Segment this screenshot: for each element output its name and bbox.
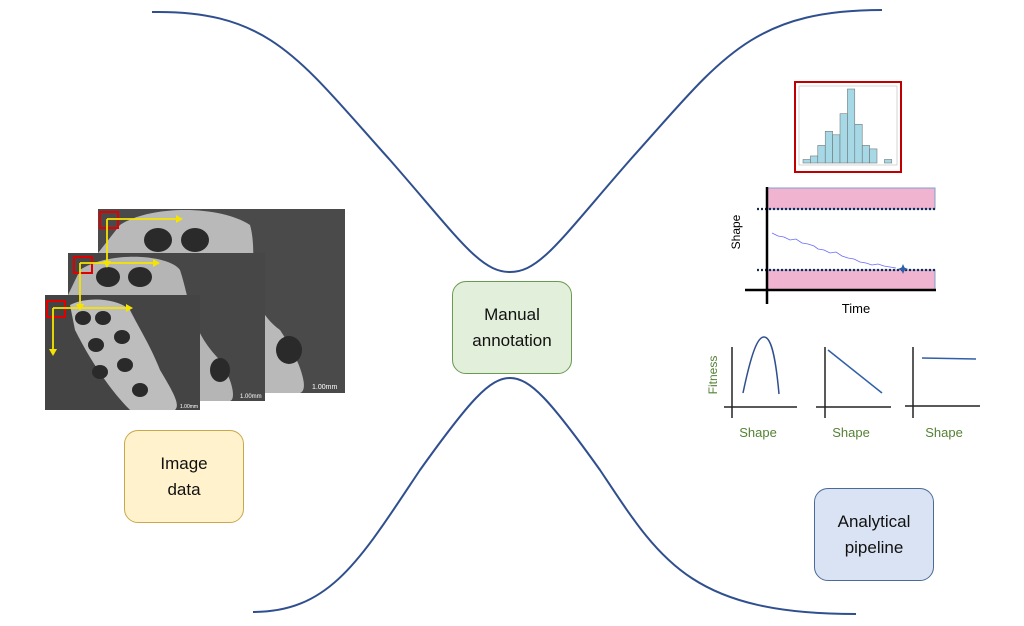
trait-plot-xlabel: Time [842,301,870,316]
sem-image-stack: 1.00mm 1.00mm 1.00mm [45,209,345,410]
sem-image-front: 1.00mm [45,295,200,410]
trait-time-plot: Shape Time [729,187,936,316]
fitness-xlabel: Shape [739,425,777,440]
fitness-plot-stabilizing: Shape [724,336,797,440]
manual-annotation-box: Manual annotation [452,281,572,374]
upper-band [766,187,936,210]
histogram-bar [869,148,878,164]
fitness-plot-neutral: Shape [905,347,980,440]
fitness-plots: Shape Shape Shape Fitness [706,336,980,440]
histogram-bar [832,134,841,164]
histogram-chart [794,81,902,173]
landmark-annotations [46,211,183,356]
top-connector-curve [151,9,883,274]
histogram-bar [839,113,848,164]
trajectory-line [771,232,897,269]
histogram-bar [802,159,811,164]
histogram-bar [810,155,819,164]
fitness-xlabel: Shape [925,425,963,440]
histogram-bar [817,145,826,164]
bottom-connector-curve [252,376,857,615]
histogram-bar [861,145,870,164]
analytical-pipeline-box: Analytical pipeline [814,488,934,581]
histogram-bar [854,123,863,164]
histogram-bar [884,159,893,164]
scale-bar-label: 1.00mm [180,404,198,410]
fitness-plot-directional: Shape [816,347,891,440]
endpoint-star-icon [898,264,908,274]
scale-bar-label: 1.00mm [312,384,337,391]
histogram-bar [847,88,856,164]
scale-bar-label: 1.00mm [240,394,262,400]
fitness-xlabel: Shape [832,425,870,440]
histogram-bar [824,131,833,164]
lower-band [766,269,936,291]
fitness-ylabel: Fitness [706,356,720,395]
image-data-box: Image data [124,430,244,523]
trait-plot-ylabel: Shape [729,214,743,249]
